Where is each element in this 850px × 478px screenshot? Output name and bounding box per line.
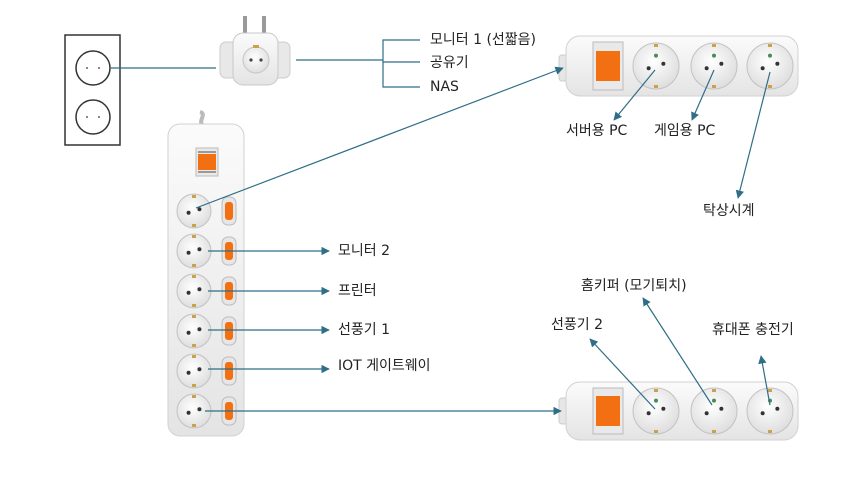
main-strip-switch — [221, 356, 237, 386]
main-strip-socket — [176, 393, 212, 429]
arrow-fan-2 — [589, 338, 656, 410]
bottom-power-strip — [558, 381, 799, 441]
arrow-homekeeper — [642, 297, 713, 406]
main-strip-socket — [176, 313, 212, 349]
arrow-phone-charger — [758, 355, 771, 406]
label-phone-charger: 휴대폰 충전기 — [712, 322, 794, 338]
arrow-desk-clock — [735, 71, 771, 199]
bottom-strip-socket — [632, 387, 680, 435]
bottom-strip-socket — [746, 387, 794, 435]
label-printer: 프린터 — [338, 283, 377, 299]
main-strip-socket — [176, 193, 212, 229]
bottom-strip-socket — [690, 387, 738, 435]
arrow-to-top-strip — [195, 66, 564, 209]
arrow-gaming-pc — [691, 69, 715, 121]
label-fan-1: 선풍기 1 — [338, 322, 390, 338]
label-monitor-2: 모니터 2 — [338, 243, 390, 259]
label-monitor-1: 모니터 1 (선짧음) — [430, 32, 537, 48]
main-power-strip — [167, 110, 245, 437]
top-strip-socket — [746, 42, 794, 90]
adapter-output-bracket — [382, 39, 420, 88]
arrow-server-pc — [613, 69, 656, 121]
label-fan-2: 선풍기 2 — [551, 317, 603, 333]
top-strip-socket — [690, 42, 738, 90]
main-strip-switch — [221, 196, 237, 226]
top-power-strip — [558, 35, 799, 97]
label-server-pc: 서버용 PC — [566, 123, 628, 139]
main-strip-socket — [176, 273, 212, 309]
label-gaming-pc: 게임용 PC — [654, 123, 716, 139]
main-strip-socket — [176, 233, 212, 269]
label-nas: NAS — [430, 79, 459, 95]
label-homekeeper: 홈키퍼 (모기퇴치) — [581, 278, 687, 294]
connector-lines — [110, 39, 771, 416]
top-strip-socket — [632, 42, 680, 90]
main-strip-socket — [176, 353, 212, 389]
main-strip-switch — [221, 316, 237, 346]
wall-outlet — [64, 34, 121, 146]
label-desk-clock: 탁상시계 — [703, 203, 755, 219]
label-router: 공유기 — [430, 55, 469, 71]
multi-plug-adapter — [219, 16, 291, 86]
label-iot-gateway: IOT 게이트웨이 — [338, 358, 431, 374]
